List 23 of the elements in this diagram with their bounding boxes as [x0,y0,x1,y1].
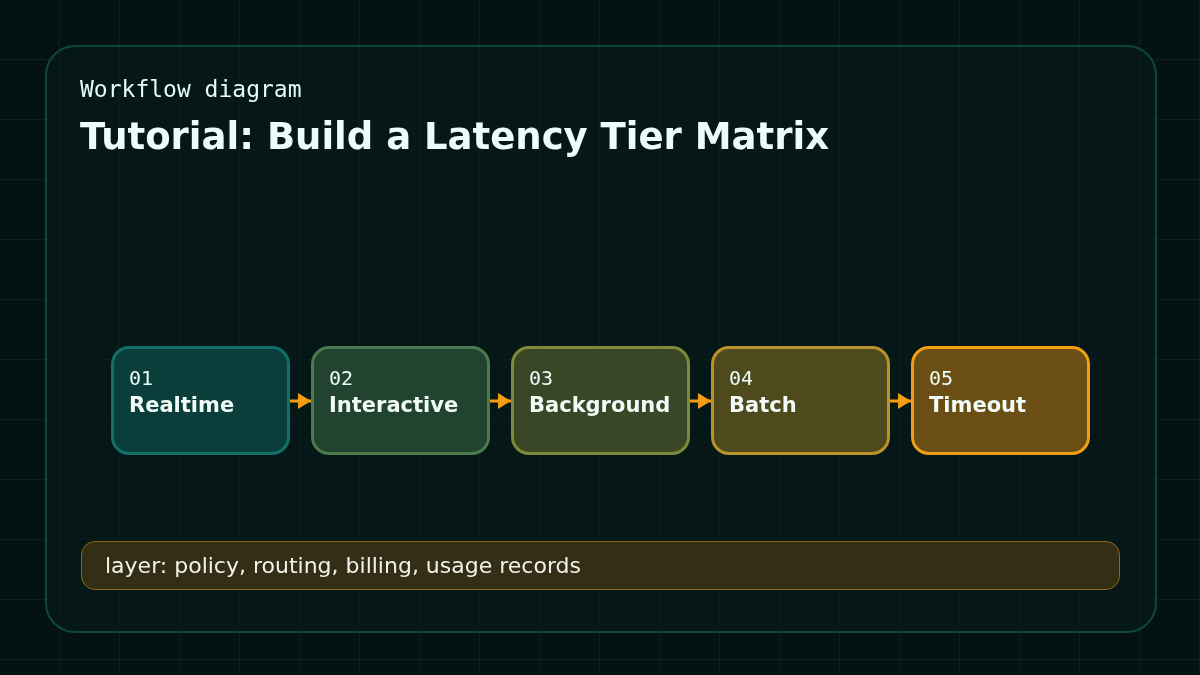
tier-box [111,346,290,455]
diagram-title: Tutorial: Build a Latency Tier Matrix [80,115,829,160]
arrow [690,393,711,409]
step-number: 04 [729,365,754,391]
arrow [490,393,511,409]
arrow [890,393,911,409]
tier-name: Realtime [129,392,235,419]
tier-name: Batch [729,392,797,419]
step-number: 05 [929,365,954,391]
layer-banner [81,541,1120,590]
banner-text: layer: policy, routing, billing, usage records [105,553,581,578]
eyebrow-label: Workflow diagram [80,76,302,104]
step-number: 03 [529,365,554,391]
tier-name: Interactive [329,392,459,419]
tier-name: Timeout [929,392,1027,419]
tier-box [911,346,1090,455]
tier-name: Background [529,392,671,419]
step-number: 01 [129,365,154,391]
tier-box [511,346,690,455]
tier-box [311,346,490,455]
tier-box [711,346,890,455]
arrow [290,393,311,409]
step-number: 02 [329,365,354,391]
